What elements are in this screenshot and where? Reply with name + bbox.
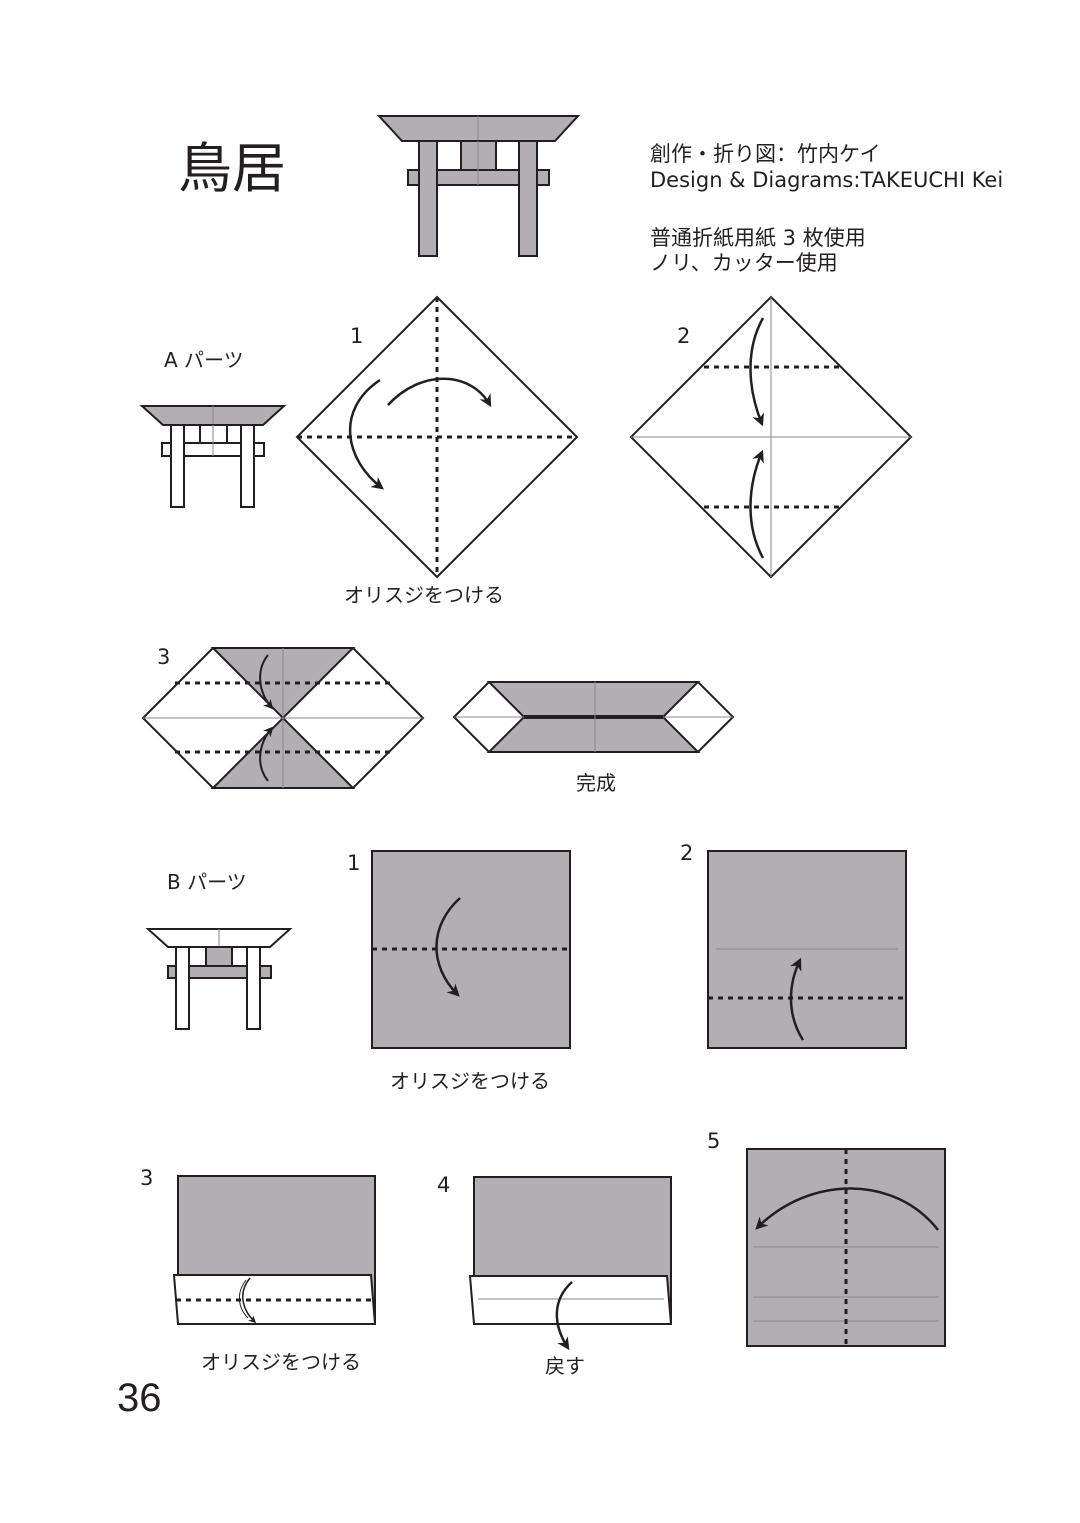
b-step-1-arrow bbox=[435, 897, 461, 997]
page-number: 36 bbox=[117, 1376, 162, 1420]
b-step-5-square bbox=[746, 1148, 946, 1347]
paper-note: 普通折紙用紙 3 枚使用 bbox=[650, 226, 866, 250]
a-step-1-arrow-down bbox=[348, 378, 384, 490]
tools-note: ノリ、カッター使用 bbox=[650, 251, 838, 275]
b-step-3-number: 3 bbox=[140, 1166, 154, 1190]
a-result-shape bbox=[452, 681, 735, 753]
part-a-label: A パーツ bbox=[164, 348, 244, 372]
b-step-5-arrow bbox=[755, 1187, 939, 1231]
b-step-2-number: 2 bbox=[680, 841, 694, 865]
page-title: 鳥居 bbox=[178, 137, 286, 200]
part-a-torii-illustration bbox=[139, 405, 287, 508]
a-step-1-number: 1 bbox=[350, 324, 364, 348]
b-step-5-number: 5 bbox=[707, 1129, 721, 1153]
a-step-3-arrow-up bbox=[259, 726, 274, 782]
a-step-1-arrow-right bbox=[387, 377, 492, 408]
part-b-torii-illustration bbox=[145, 928, 293, 1030]
b-step-3-arrow bbox=[242, 1277, 257, 1324]
a-step-3-number: 3 bbox=[157, 645, 171, 669]
credit-line-2: Design & Diagrams:TAKEUCHI Kei bbox=[650, 168, 1004, 192]
a-step-3-arrow-down bbox=[259, 654, 274, 710]
a-step-2-number: 2 bbox=[677, 324, 691, 348]
b-step-1-number: 1 bbox=[347, 851, 361, 875]
a-step-2-arrow-up bbox=[749, 449, 765, 559]
a-step-2-arrow-down bbox=[749, 317, 765, 427]
b-step-2-square bbox=[707, 850, 907, 1049]
b-step-1-caption: オリスジをつける bbox=[390, 1069, 550, 1093]
hero-torii-illustration bbox=[376, 115, 581, 257]
b-step-4-caption: 戻す bbox=[545, 1354, 585, 1378]
b-step-1-square bbox=[371, 850, 571, 1049]
b-step-3-caption: オリスジをつける bbox=[201, 1350, 361, 1374]
a-step-1-diamond bbox=[295, 295, 579, 579]
b-step-4-arrow bbox=[555, 1281, 573, 1351]
b-step-3-shape bbox=[172, 1175, 377, 1325]
a-step-1-caption: オリスジをつける bbox=[344, 583, 504, 607]
a-step-3-hexagon bbox=[141, 647, 425, 789]
part-b-label: B パーツ bbox=[167, 870, 247, 894]
b-step-4-shape bbox=[468, 1176, 673, 1325]
b-step-2-arrow bbox=[789, 957, 805, 1041]
credit-line-1: 創作・折り図：竹内ケイ bbox=[650, 142, 881, 166]
b-step-4-number: 4 bbox=[437, 1173, 451, 1197]
a-result-caption: 完成 bbox=[576, 771, 616, 795]
a-step-2-diamond bbox=[629, 295, 913, 579]
